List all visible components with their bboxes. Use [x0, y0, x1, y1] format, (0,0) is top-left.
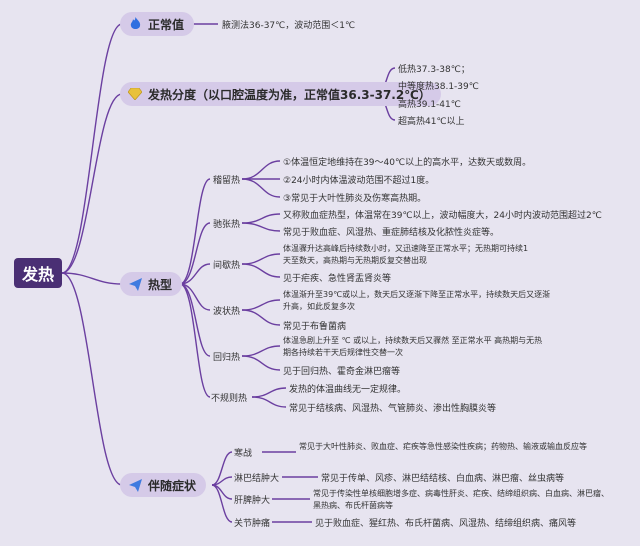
connector-sub	[241, 178, 281, 198]
subtype-detail: 发热的体温曲线无一定规律。	[289, 385, 407, 395]
connector-sub	[241, 355, 281, 371]
symptom-label: 关节肿痛	[234, 519, 271, 529]
connector-type-2	[179, 222, 211, 285]
symptom-label: 肝脾肿大	[234, 496, 271, 506]
connector-root-grade	[61, 93, 123, 274]
connector-sub	[241, 160, 281, 180]
flame-icon	[128, 17, 142, 31]
symptom-label: 寒战	[234, 449, 253, 459]
connector-symptom-4	[211, 484, 233, 523]
node-symptoms[interactable]: 伴随症状	[120, 473, 207, 497]
subtype-label: 稽留热	[213, 176, 241, 186]
node-normal[interactable]: 正常值	[120, 12, 195, 36]
connector-symptom-1	[211, 451, 233, 486]
normal-detail: 腋测法36-37℃，波动范围＜1℃	[222, 21, 356, 31]
connector-type-1	[179, 178, 211, 285]
connector-sub	[241, 263, 281, 278]
symptom-detail: 常见于传单、风疹、淋巴结结核、白血病、淋巴瘤、丝虫病等	[321, 474, 565, 484]
subtype-detail: 体温急剧上升至 ℃ 或以上，持续数天后又骤然 至正常水平 高热期与无热期各持续若…	[283, 336, 543, 357]
subtype-label: 回归热	[213, 353, 241, 363]
subtype-detail: 常见于败血症、风湿热、重症肺结核及化脓性炎症等。	[283, 228, 500, 238]
connector-type-6	[179, 283, 211, 398]
connector-root-symptoms	[61, 272, 123, 486]
gem-icon	[128, 87, 142, 101]
grade-item: 中等度热38.1-39℃	[398, 82, 479, 92]
connector-sub	[241, 222, 281, 232]
grade-item: 低热37.3-38℃；	[398, 65, 470, 75]
subtype-detail: 常见于结核病、风湿热、气管肺炎、渗出性胸膜炎等	[289, 404, 497, 414]
connector-sub	[251, 396, 287, 408]
symptom-detail: 常见于大叶性肺炎、败血症、疟疾等急性感染性疾病；药物热、输液或输血反应等	[299, 442, 587, 451]
connector-root-normal	[61, 23, 123, 274]
connector-sub	[251, 387, 287, 398]
node-symptoms-label: 伴随症状	[148, 478, 197, 493]
paper-plane-icon	[128, 478, 142, 492]
root-node[interactable]: 发热	[14, 258, 62, 288]
node-grade-label: 发热分度（以口腔温度为准，正常值36.3-37.2℃）	[148, 87, 431, 102]
subtype-detail: 体温骤升达高峰后持续数小时，又迅速降至正常水平；无热期可持续1天至数天，高热期与…	[283, 244, 529, 265]
paper-plane-icon	[128, 277, 142, 291]
symptom-detail: 见于败血症、猩红热、布氏杆菌病、风湿热、结缔组织病、痛风等	[315, 519, 577, 529]
node-normal-label: 正常值	[148, 17, 185, 32]
connector-sub	[241, 345, 281, 357]
subtype-detail: 常见于布鲁菌病	[283, 322, 347, 332]
symptom-detail: 常见于传染性单核细胞增多症、病毒性肝炎、疟疾、结缔组织病、白血病、淋巴瘤、黑热病…	[313, 489, 609, 510]
connector-type-3	[179, 263, 211, 285]
subtype-label: 不规则热	[211, 394, 248, 404]
subtype-detail: ②24小时内体温波动范围不超过1度。	[283, 176, 435, 186]
subtype-detail: 见于疟疾、急性肾盂肾炎等	[283, 274, 392, 284]
grade-item: 超高热41℃以上	[398, 117, 465, 127]
node-grade[interactable]: 发热分度（以口腔温度为准，正常值36.3-37.2℃）	[120, 82, 441, 106]
node-fever-type[interactable]: 热型	[120, 272, 183, 296]
subtype-label: 驰张热	[213, 220, 241, 230]
subtype-label: 间歇热	[213, 261, 241, 271]
connector-sub	[241, 309, 281, 326]
connector-sub	[241, 213, 281, 224]
symptom-label: 淋巴结肿大	[234, 474, 280, 484]
root-label: 发热	[21, 265, 54, 284]
node-fever-type-label: 热型	[148, 277, 173, 292]
subtype-label: 波状热	[213, 307, 241, 317]
connector-root-type	[61, 272, 123, 285]
connector-sub	[241, 299, 281, 311]
subtype-detail: ①体温恒定地维持在39～40℃以上的高水平，达数天或数周。	[283, 158, 532, 168]
subtype-detail: 体温渐升至39℃或以上，数天后又逐渐下降至正常水平，持续数天后又逐渐升高，如此反…	[283, 290, 551, 311]
grade-item: 高热39.1-41℃	[398, 100, 461, 110]
subtype-detail: 又称败血症热型，体温常在39℃以上，波动幅度大，24小时内波动范围超过2℃	[283, 211, 602, 221]
connector-sub	[241, 253, 281, 265]
subtype-detail: 见于回归热、霍奇金淋巴瘤等	[283, 367, 401, 377]
subtype-detail: ③常见于大叶性肺炎及伤寒高热期。	[283, 194, 427, 204]
